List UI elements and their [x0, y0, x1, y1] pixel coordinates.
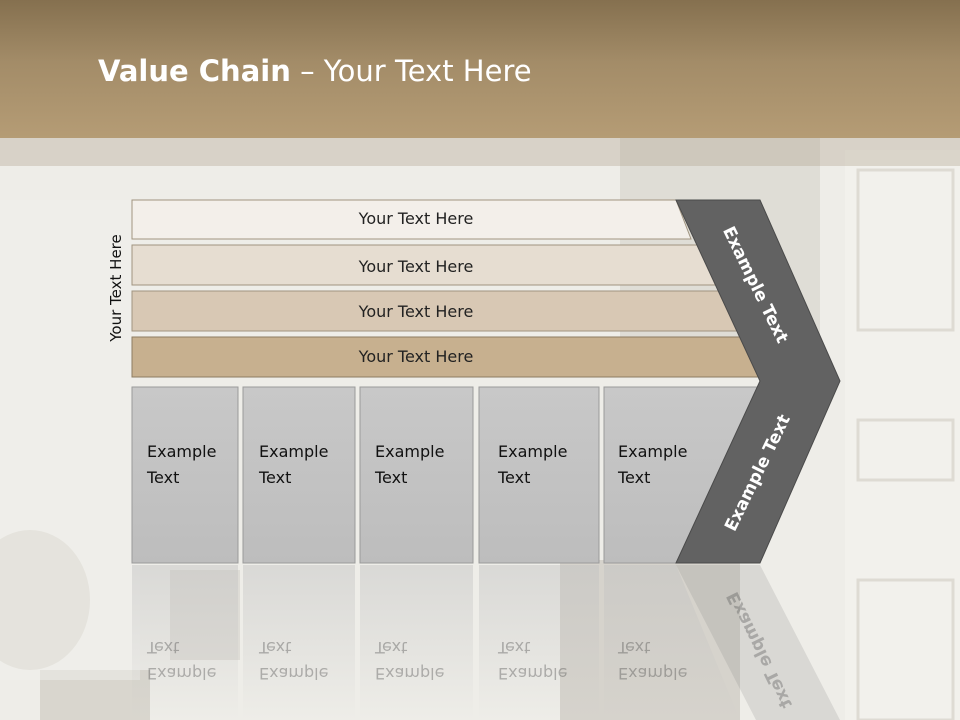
column-5-reflection	[604, 565, 740, 720]
column-3-label: Example Text	[375, 442, 445, 487]
column-3-label-reflection: Example Text	[375, 638, 445, 683]
column-1-reflection	[132, 565, 238, 720]
chevron-arrow[interactable]	[675, 199, 841, 564]
column-3[interactable]	[359, 386, 474, 564]
column-2-label: Example Text	[259, 442, 329, 487]
column-4[interactable]	[478, 386, 600, 564]
bar-2-label: Your Text Here	[358, 257, 474, 276]
title-bar	[0, 0, 960, 138]
title-bold: Value Chain	[98, 54, 291, 88]
slide-title: Value Chain – Your Text Here	[98, 54, 532, 88]
column-4-reflection	[479, 565, 599, 720]
chevron-reflection	[676, 565, 840, 720]
bar-4-label: Your Text Here	[358, 347, 474, 366]
column-2[interactable]	[242, 386, 356, 564]
column-2-reflection	[243, 565, 355, 720]
title-rest: – Your Text Here	[290, 54, 532, 88]
column-5-label: Example Text	[618, 442, 688, 487]
bar-3-label: Your Text Here	[358, 302, 474, 321]
column-1-label: Example Text	[147, 442, 217, 487]
column-5-label-reflection: Example Text	[618, 638, 688, 683]
column-2-label-reflection: Example Text	[259, 638, 329, 683]
column-4-label: Example Text	[498, 442, 568, 487]
column-1[interactable]	[131, 386, 239, 564]
bar-1-label: Your Text Here	[358, 209, 474, 228]
column-3-reflection	[360, 565, 473, 720]
column-4-label-reflection: Example Text	[498, 638, 568, 683]
column-1-label-reflection: Example Text	[147, 638, 217, 683]
bar-1[interactable]	[131, 199, 692, 240]
header-band	[0, 138, 960, 166]
